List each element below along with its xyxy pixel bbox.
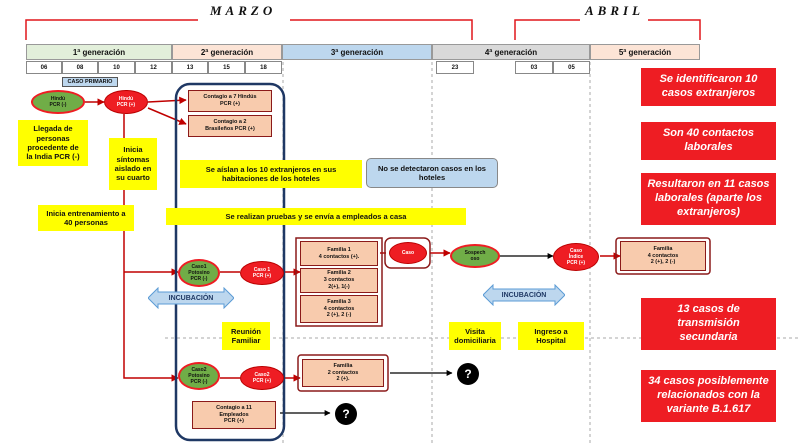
box-familia-3: Familia 3 4 contactos 2 (+), 2 (-) (300, 295, 378, 323)
summary-box-1: Se identificaron 10 casos extranjeros (641, 68, 776, 106)
node-hindu-neg: Hindú PCR (-) (31, 90, 85, 114)
note-llegada: Llegada de personas procedente de la Ind… (18, 120, 88, 166)
incubacion-label-2: INCUBACIÓN (501, 291, 547, 299)
incubacion-label-1: INCUBACIÓN (168, 294, 214, 302)
day-cell: 12 (135, 61, 172, 74)
box-contagio-hindus: Contagio a 7 Hindús PCR (+) (188, 90, 272, 112)
note-ingreso: Ingreso a Hospital (518, 322, 584, 350)
day-cell: 10 (98, 61, 135, 74)
day-cell: 13 (172, 61, 208, 74)
summary-box-4: 13 casos de transmisión secundaria (641, 298, 776, 350)
day-cell: 03 (515, 61, 553, 74)
node-caso: Caso (389, 242, 427, 264)
note-aislan: Se aíslan a los 10 extranjeros en sus ha… (180, 160, 362, 188)
day-cell: 23 (436, 61, 474, 74)
caso-primario-label: CASO PRIMARIO (62, 77, 118, 87)
node-caso2-potosino: Caso2 Potosino PCR (-) (178, 362, 220, 390)
box-contagio-empleados: Contagio a 11 Empleados PCR (+) (192, 401, 276, 429)
summary-box-2: Son 40 contactos laborales (641, 122, 776, 160)
node-caso1-potosino: Caso1 Potosino PCR (-) (178, 259, 220, 287)
day-cell: 06 (26, 61, 62, 74)
box-familia-2: Familia 2 3 contactos 2(+), 1(-) (300, 268, 378, 293)
day-cell: 05 (553, 61, 590, 74)
node-sospechoso: Sospech oso (450, 244, 500, 268)
question-circle-2: ? (335, 403, 357, 425)
day-cell: 08 (62, 61, 98, 74)
month-march: MARZO (210, 3, 277, 18)
day-cell: 15 (208, 61, 245, 74)
incubacion-arrow-2 (483, 284, 565, 306)
note-sintomas: Inicia síntomas aislado en su cuarto (109, 138, 157, 190)
generation-1: 1ª generación (26, 44, 172, 60)
note-no-casos: No se detectaron casos en los hoteles (366, 158, 498, 188)
generation-3: 3ª generación (282, 44, 432, 60)
question-circle-1: ? (457, 363, 479, 385)
box-familia-final: Familia 4 contactos 2 (+), 2 (-) (620, 241, 706, 271)
incubacion-arrow-1 (148, 287, 234, 309)
generation-2: 2ª generación (172, 44, 282, 60)
summary-box-5: 34 casos posiblemente relacionados con l… (641, 370, 776, 422)
node-caso2: Caso2 PCR (+) (240, 366, 284, 390)
note-reunion: Reunión Familiar (222, 322, 270, 350)
month-april: ABRIL (585, 3, 645, 18)
note-pruebas: Se realizan pruebas y se envía a emplead… (166, 208, 466, 225)
node-caso-indice: Caso Índice PCR (+) (553, 243, 599, 271)
node-hindu-pos: Hindú PCR (+) (104, 90, 148, 114)
box-contagio-brasilenos: Contagio a 2 Brasileños PCR (+) (188, 115, 272, 137)
node-caso1: Caso 1 PCR (+) (240, 261, 284, 285)
day-cell: 18 (245, 61, 282, 74)
box-familia-1: Familia 1 4 contactos (+). (300, 241, 378, 266)
note-visita: Visita domiciliaria (449, 322, 501, 350)
generation-4: 4ª generación (432, 44, 590, 60)
summary-box-3: Resultaron en 11 casos laborales (aparte… (641, 173, 776, 225)
note-entrenamiento: Inicia entrenamiento a 40 personas (38, 205, 134, 231)
box-familia-caso2: Familia 2 contactos 2 (+). (302, 359, 384, 387)
generation-5: 5ª generación (590, 44, 700, 60)
